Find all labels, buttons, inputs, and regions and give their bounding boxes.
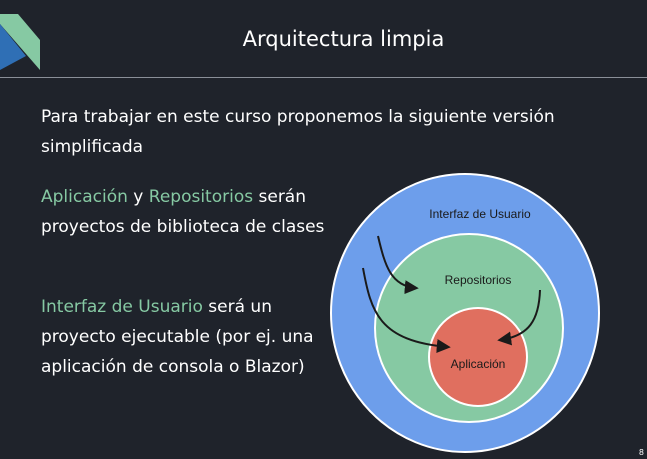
title-divider [0,77,647,78]
middle-circle-label: Repositorios [445,273,512,287]
outer-circle-label: Interfaz de Usuario [429,207,531,221]
intro-text: Para trabajar en este curso proponemos l… [41,107,555,157]
highlight-aplicacion: Aplicación [41,187,128,207]
logo-icon [0,14,40,70]
page-number: 8 [638,448,644,457]
architecture-diagram: Interfaz de Usuario Repositorios Aplicac… [330,173,600,453]
inner-circle-label: Aplicación [451,357,506,371]
slide-title: Arquitectura limpia [242,27,445,51]
paragraph-text: y [127,187,149,207]
paragraph-executable: Interfaz de Usuario será un proyecto eje… [41,292,331,382]
paragraph-text: será un proyecto ejecutable (por ej. una… [41,297,314,377]
arrow-ui-to-repositories [377,235,419,295]
paragraph-text: serán proyectos de biblioteca de clases [41,187,325,237]
highlight-interfaz: Interfaz de Usuario [41,297,203,317]
arrow-ui-to-application [362,267,451,353]
highlight-repositorios: Repositorios [148,187,254,207]
arrow-repositories-to-application [497,289,541,346]
paragraph-libraries: Aplicación y Repositorios serán proyecto… [41,182,331,242]
